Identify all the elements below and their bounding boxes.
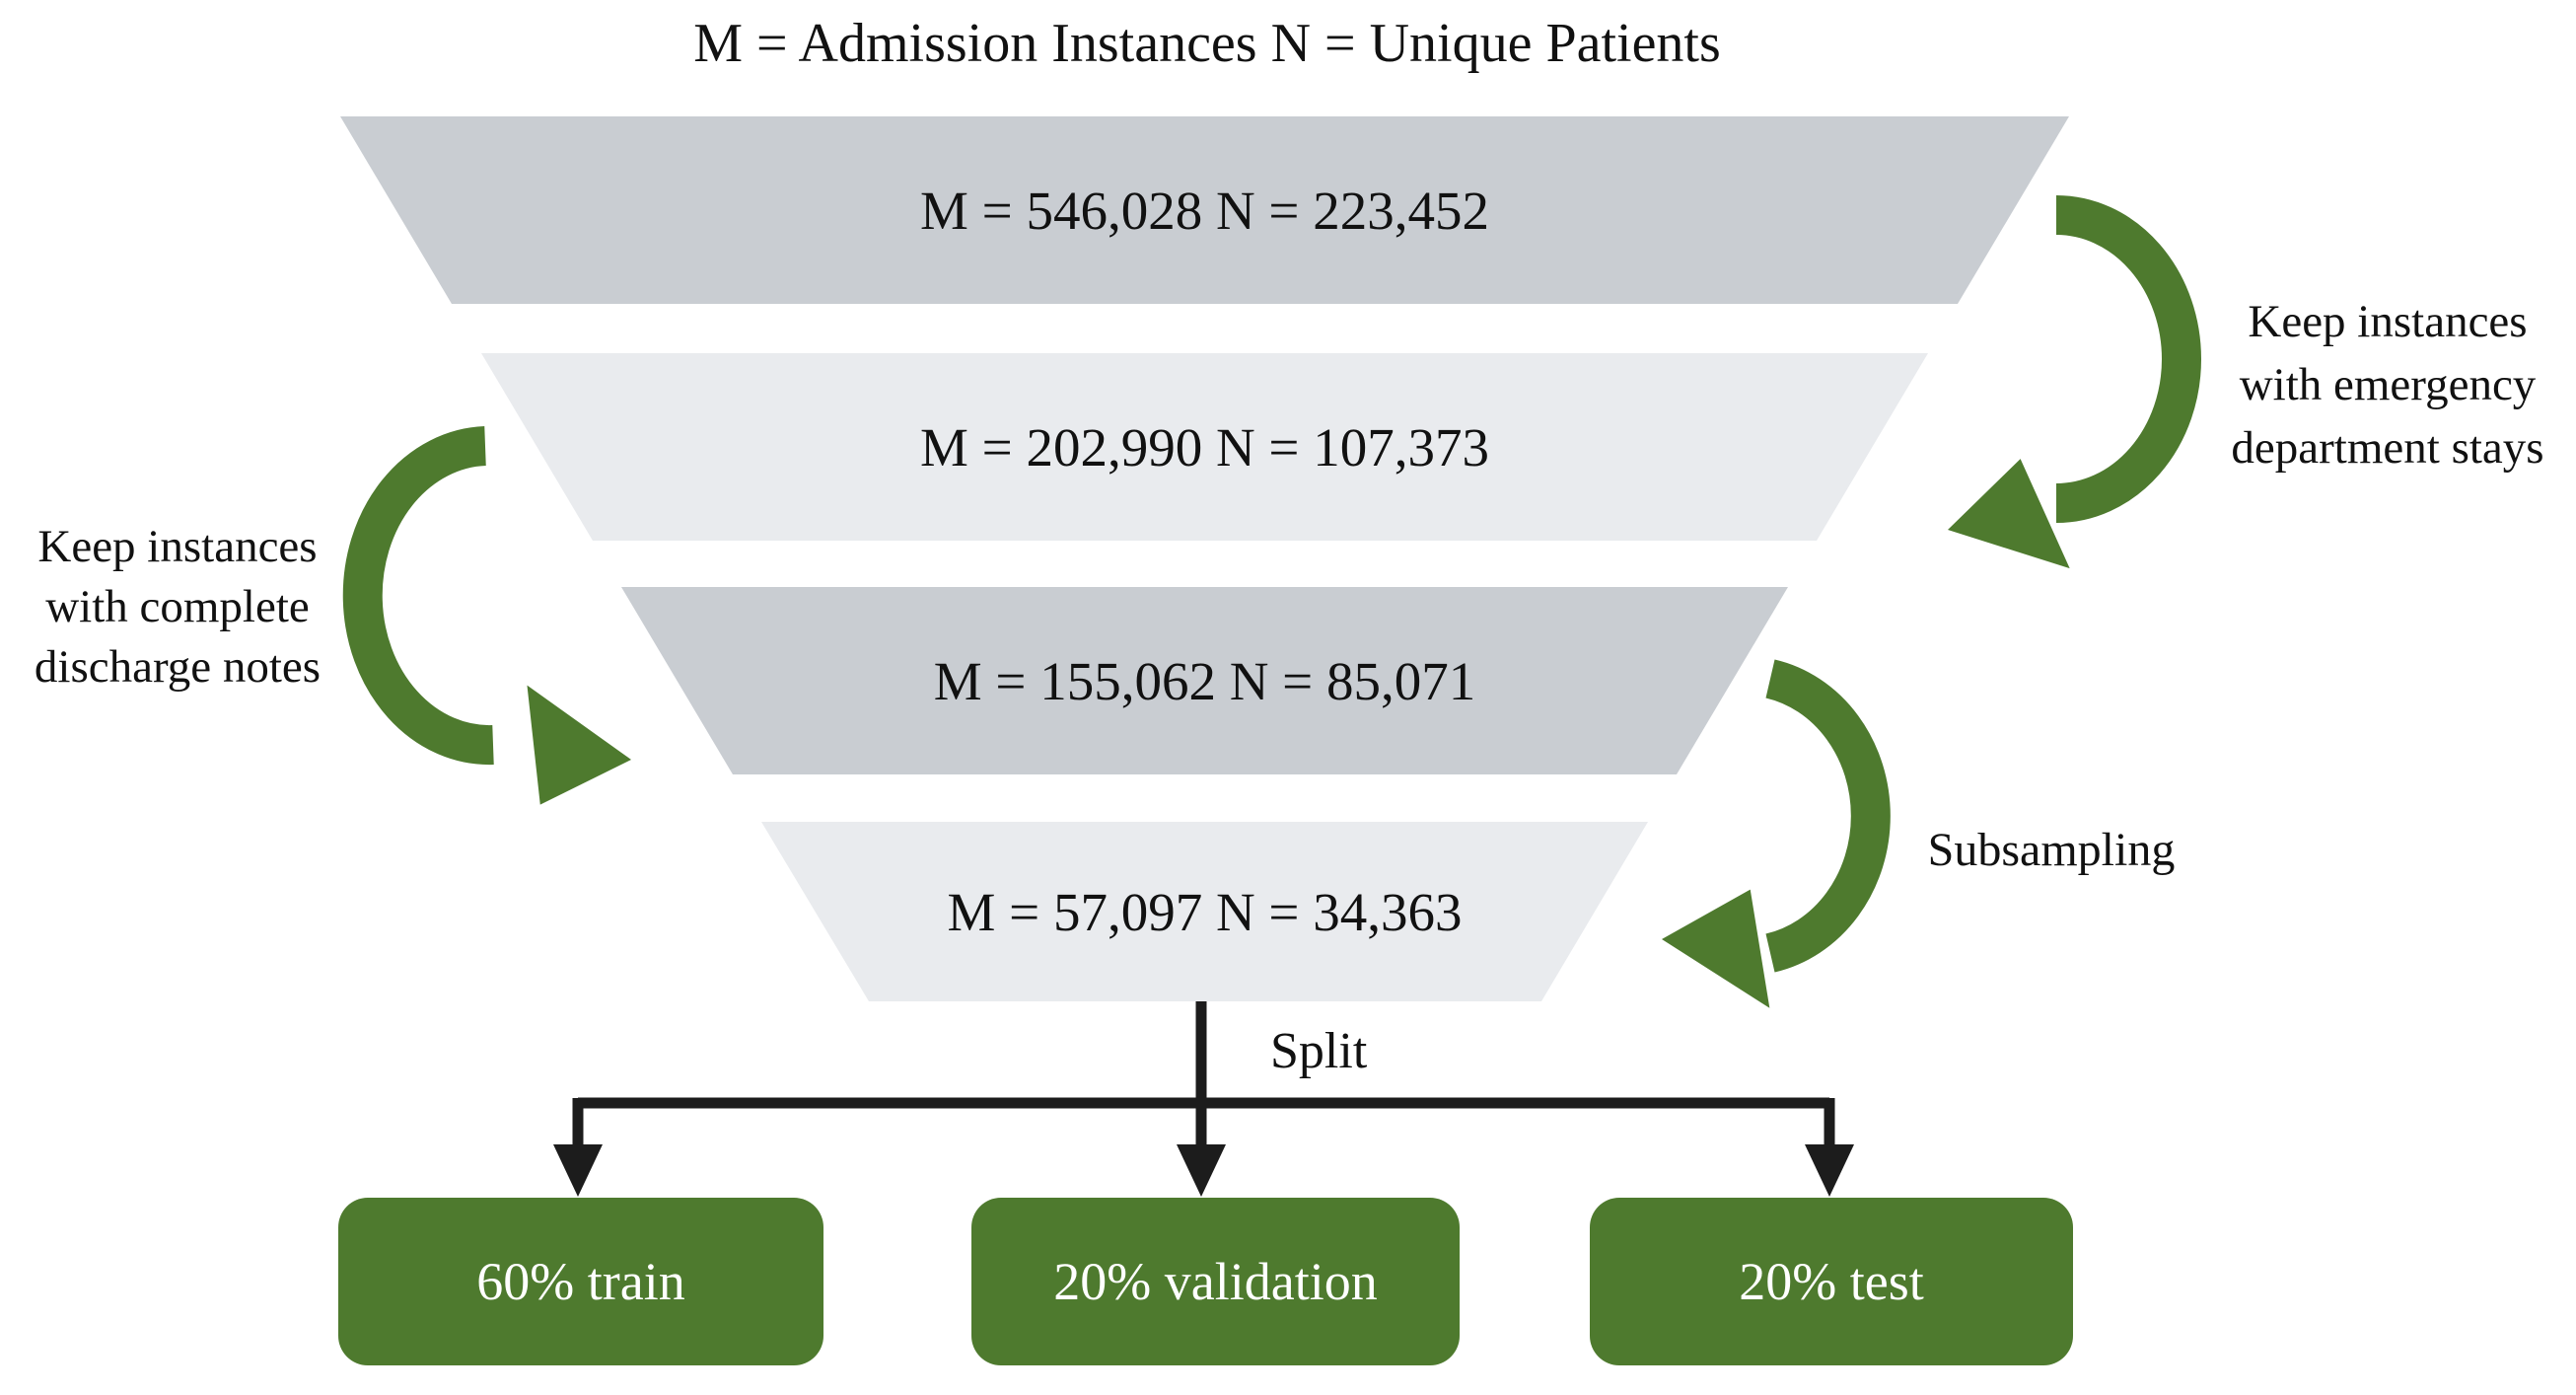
annotation-discharge-line2: with complete: [45, 581, 310, 632]
legend-title: M = Admission Instances N = Unique Patie…: [693, 13, 1721, 74]
split-connector-line: [572, 1001, 1835, 1149]
output-box-validation: 20% validation: [971, 1198, 1460, 1365]
annotation-emergency-line1: Keep instances: [2248, 296, 2528, 347]
funnel-stage-3-shape: [621, 587, 1788, 774]
funnel-stage-2-label: M = 202,990 N = 107,373: [920, 416, 1489, 477]
curved-arrow-discharge-head: [527, 685, 631, 805]
funnel-stage-4-label: M = 57,097 N = 34,363: [947, 881, 1463, 942]
split-arrowhead-test: [1805, 1144, 1854, 1197]
output-box-train-label: 60% train: [476, 1252, 685, 1311]
curved-arrow-subsampling-head: [1662, 889, 1770, 1008]
annotation-discharge-line3: discharge notes: [34, 641, 322, 693]
output-box-test-label: 20% test: [1739, 1252, 1924, 1311]
annotation-emergency-line2: with emergency: [2239, 359, 2537, 410]
annotation-subsampling: Subsampling: [1927, 824, 2176, 876]
annotation-discharge-line1: Keep instances: [37, 521, 318, 572]
split-label: Split: [1270, 1023, 1368, 1079]
split-arrowhead-train: [553, 1144, 603, 1197]
annotation-discharge: Keep instances with complete discharge n…: [8, 517, 347, 698]
funnel-stage-2-shape: [481, 353, 1928, 541]
funnel-stage-3-label: M = 155,062 N = 85,071: [933, 650, 1476, 711]
curved-arrow-subsampling: [1765, 659, 1891, 973]
curved-arrow-emergency: [2055, 195, 2201, 523]
annotation-emergency-line3: department stays: [2231, 422, 2544, 474]
output-box-validation-label: 20% validation: [1053, 1252, 1378, 1311]
curved-arrow-discharge: [342, 426, 494, 766]
funnel-stage-1-label: M = 546,028 N = 223,452: [920, 180, 1489, 241]
output-box-train: 60% train: [338, 1198, 823, 1365]
funnel-stage-4-shape: [761, 822, 1648, 1001]
curved-arrow-emergency-head: [1948, 459, 2070, 569]
split-arrowhead-validation: [1177, 1144, 1226, 1197]
annotation-emergency: Keep instances with emergency department…: [2199, 290, 2576, 479]
funnel-stage-1-shape: [340, 116, 2069, 304]
output-box-test: 20% test: [1590, 1198, 2073, 1365]
